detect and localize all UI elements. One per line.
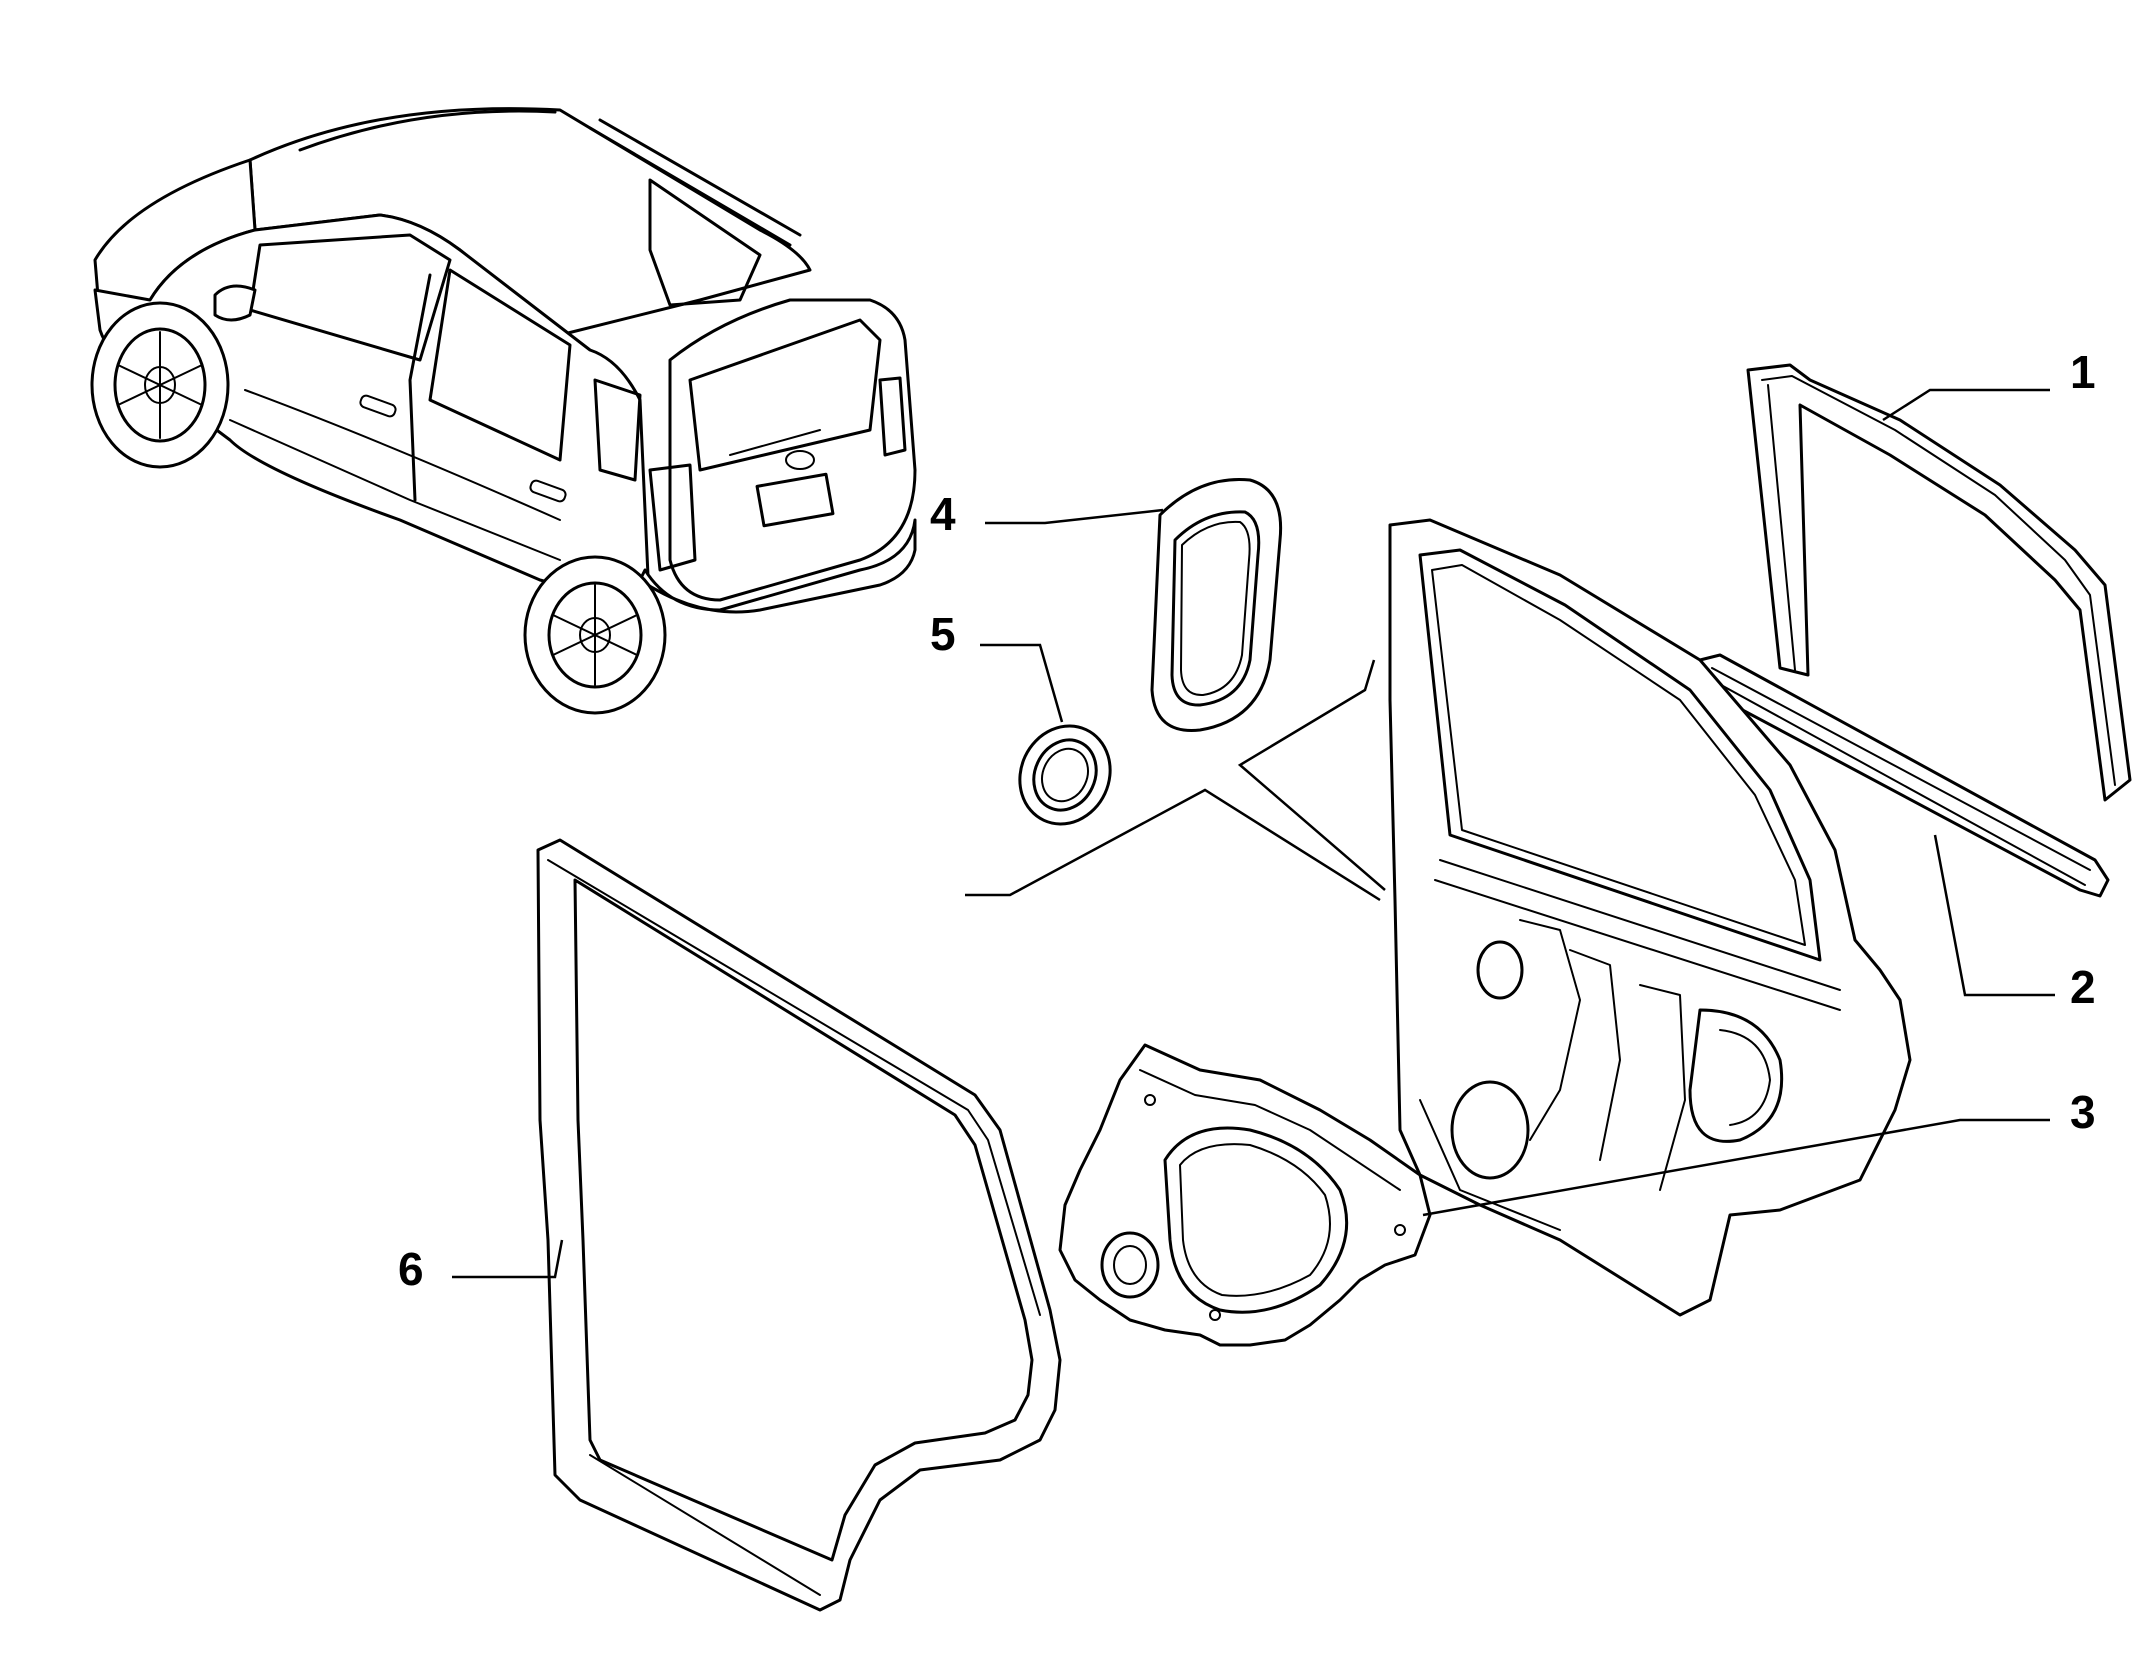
leader-5 [980, 643, 1064, 723]
callout-5: 5 [930, 608, 956, 660]
part-5-round-plug [1018, 724, 1112, 826]
callout-labels: 1 2 3 4 5 6 [398, 346, 2096, 1295]
part-6-door-seal [536, 838, 1062, 1612]
leader-1 [1882, 388, 2050, 422]
callout-2: 2 [2070, 961, 2096, 1013]
leader-2 [1933, 834, 2055, 997]
callout-3: 3 [2070, 1086, 2096, 1138]
part-1-window-channel [1746, 363, 2132, 802]
callout-4: 4 [930, 488, 956, 540]
callout-1: 1 [2070, 346, 2096, 398]
leader-6 [452, 1239, 564, 1279]
part-3-inner-panel [1058, 1043, 1432, 1347]
part-4-oval-plug [1150, 477, 1283, 732]
part-2-belt-strip [1698, 653, 2110, 898]
callout-6: 6 [398, 1243, 424, 1295]
explode-guide-lines [965, 659, 1386, 902]
front-wheel [90, 301, 230, 469]
rear-wheel [523, 555, 667, 715]
door-shell [1388, 518, 1912, 1317]
vehicle-illustration [90, 107, 917, 715]
leader-4 [985, 508, 1164, 525]
leader-3 [1422, 1118, 2050, 1217]
callout-leaders [452, 388, 2055, 1279]
